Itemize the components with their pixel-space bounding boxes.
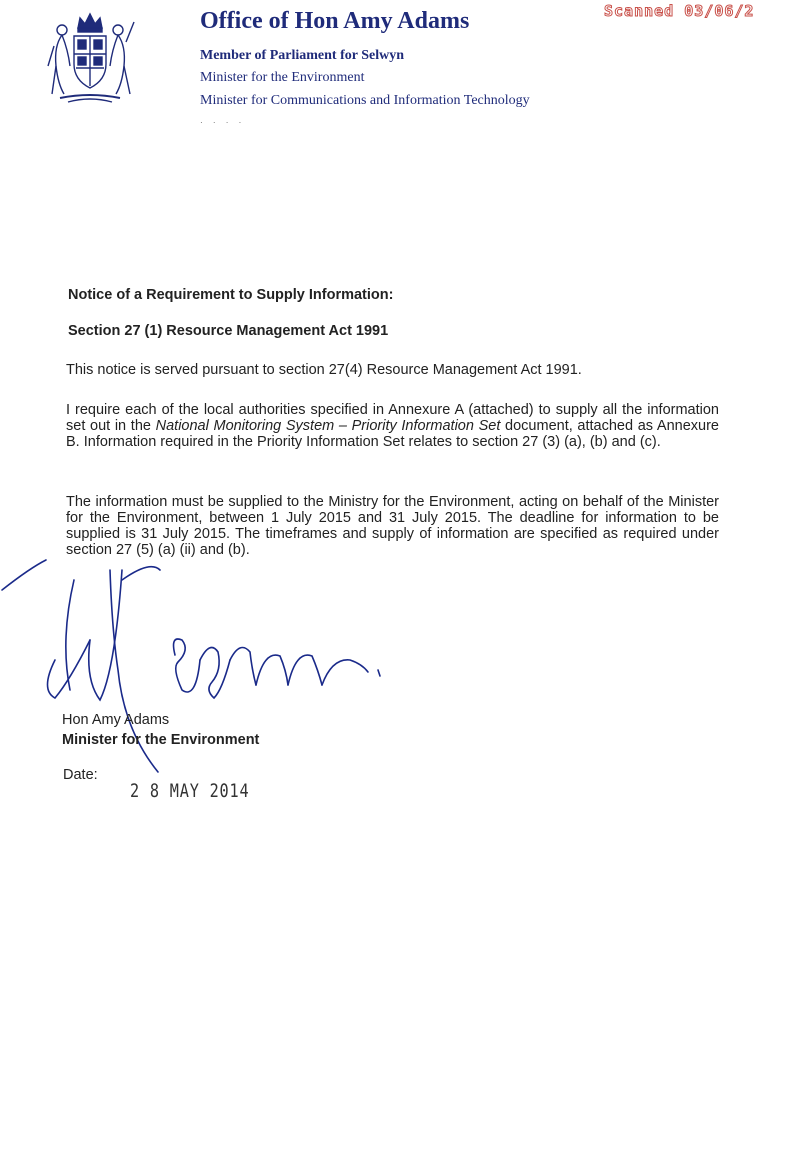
deadline-paragraph: The information must be supplied to the … — [66, 494, 719, 558]
nz-coat-of-arms-icon — [47, 12, 135, 103]
office-title: Office of Hon Amy Adams — [200, 8, 470, 34]
signatory-name: Hon Amy Adams — [62, 712, 170, 728]
date-label: Date: — [63, 767, 98, 783]
header-member-line: Member of Parliament for Selwyn — [200, 48, 404, 63]
notice-heading: Notice of a Requirement to Supply Inform… — [68, 287, 394, 303]
scanned-stamp: Scanned 03/06/2 — [603, 2, 755, 21]
header-marks: · · · · — [200, 118, 246, 127]
priority-information-set-title: National Monitoring System – Priority In… — [155, 418, 501, 434]
section-heading: Section 27 (1) Resource Management Act 1… — [68, 323, 389, 339]
requirement-text-start: I require each of the local authorities … — [66, 402, 719, 434]
requirement-text-end: document, attached as Annexure B. Inform… — [66, 418, 719, 450]
header-minister-environment-line: Minister for the Environment — [200, 70, 365, 85]
intro-paragraph: This notice is served pursuant to sectio… — [66, 362, 582, 378]
signatory-role: Minister for the Environment — [62, 732, 260, 748]
date-stamp: 2 8 MAY 2014 — [130, 780, 250, 802]
header-minister-communications-line: Minister for Communications and Informat… — [200, 93, 530, 108]
requirement-paragraph: I require each of the local authorities … — [66, 402, 719, 450]
